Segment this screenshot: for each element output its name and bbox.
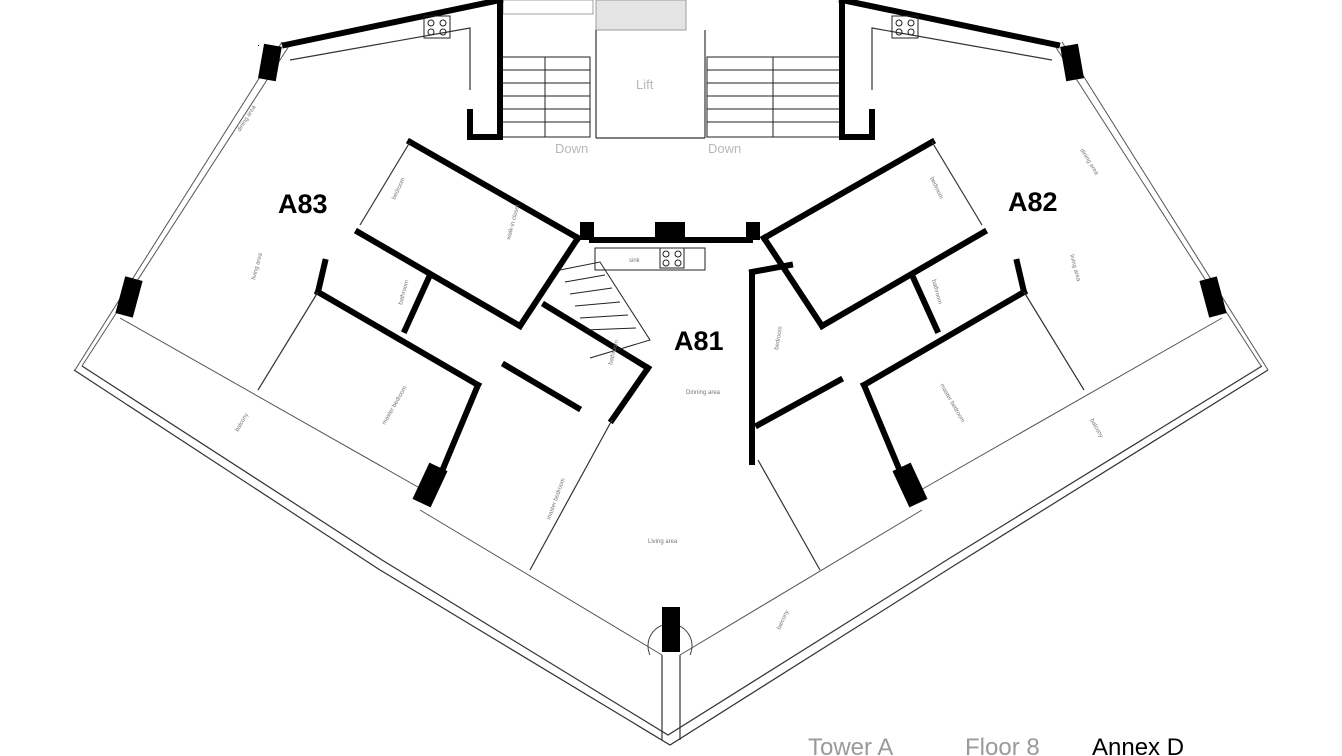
stair-right bbox=[706, 56, 841, 138]
footer-floor: Floor 8 bbox=[965, 736, 1040, 756]
glazing-lines bbox=[74, 41, 1269, 656]
room-label: Dinning area bbox=[686, 390, 721, 396]
stair-left bbox=[499, 56, 591, 138]
unit-label-a83: A83 bbox=[278, 189, 328, 219]
stair-down-label-right: Down bbox=[708, 141, 741, 156]
room-label: living area bbox=[1068, 254, 1081, 283]
footer-annex: Annex D bbox=[1092, 736, 1185, 756]
room-label: master bedroom bbox=[546, 478, 567, 521]
unit-label-a82: A82 bbox=[1008, 187, 1058, 217]
room-label: walk-in closet bbox=[506, 204, 521, 242]
core: Lift Down Down bbox=[467, 0, 875, 156]
unit-a82-walls bbox=[759, 137, 1085, 499]
columns bbox=[115, 43, 1227, 652]
stair-down-label-left: Down bbox=[555, 141, 588, 156]
unit-a81-walls bbox=[500, 237, 845, 656]
unit-a83-walls bbox=[257, 137, 583, 499]
room-labels: dining area living area bedroom bathroom… bbox=[235, 104, 1104, 631]
room-label: balcony bbox=[235, 412, 251, 433]
room-label: sink bbox=[629, 258, 641, 264]
room-label: master bedroom bbox=[938, 383, 965, 424]
room-label: living area bbox=[251, 252, 264, 281]
unit-label-a81: A81 bbox=[674, 326, 724, 356]
room-label: balcony bbox=[1088, 418, 1104, 439]
room-label: bedroom bbox=[928, 176, 943, 200]
room-label: master bedroom bbox=[382, 385, 409, 426]
room-label: bathroom bbox=[930, 279, 942, 305]
lift-label: Lift bbox=[636, 77, 654, 92]
room-label: dining area bbox=[1078, 148, 1099, 177]
kitchen-top-right bbox=[838, 0, 1061, 90]
balcony-outline bbox=[73, 365, 1269, 746]
room-label: Living area bbox=[648, 539, 678, 545]
kitchen-top-left bbox=[281, 0, 504, 90]
room-label: bedroom bbox=[391, 177, 406, 201]
room-label: balcony bbox=[776, 610, 790, 631]
room-label: bathroom bbox=[398, 279, 410, 305]
footer-tower: Tower A bbox=[808, 736, 894, 756]
stair-a81 bbox=[559, 261, 651, 359]
room-label: bedroom bbox=[774, 326, 784, 350]
